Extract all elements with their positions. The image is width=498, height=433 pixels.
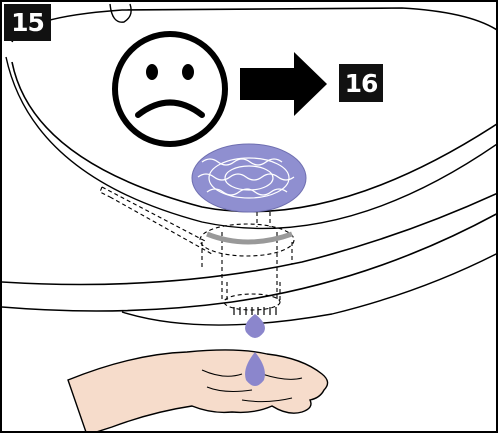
current-step-badge: 15	[4, 4, 51, 41]
sad-face-icon	[115, 34, 225, 144]
water-drop-icon	[245, 314, 265, 338]
next-step-badge: 16	[339, 64, 383, 102]
counter-underside	[122, 252, 498, 325]
basin-rim	[12, 8, 498, 42]
right-arrow-icon	[240, 52, 327, 116]
basin-notch	[110, 4, 131, 22]
blue-seal-disc-icon	[192, 144, 306, 212]
open-hand-icon	[68, 350, 328, 433]
counter-edge-bottom	[2, 212, 498, 311]
